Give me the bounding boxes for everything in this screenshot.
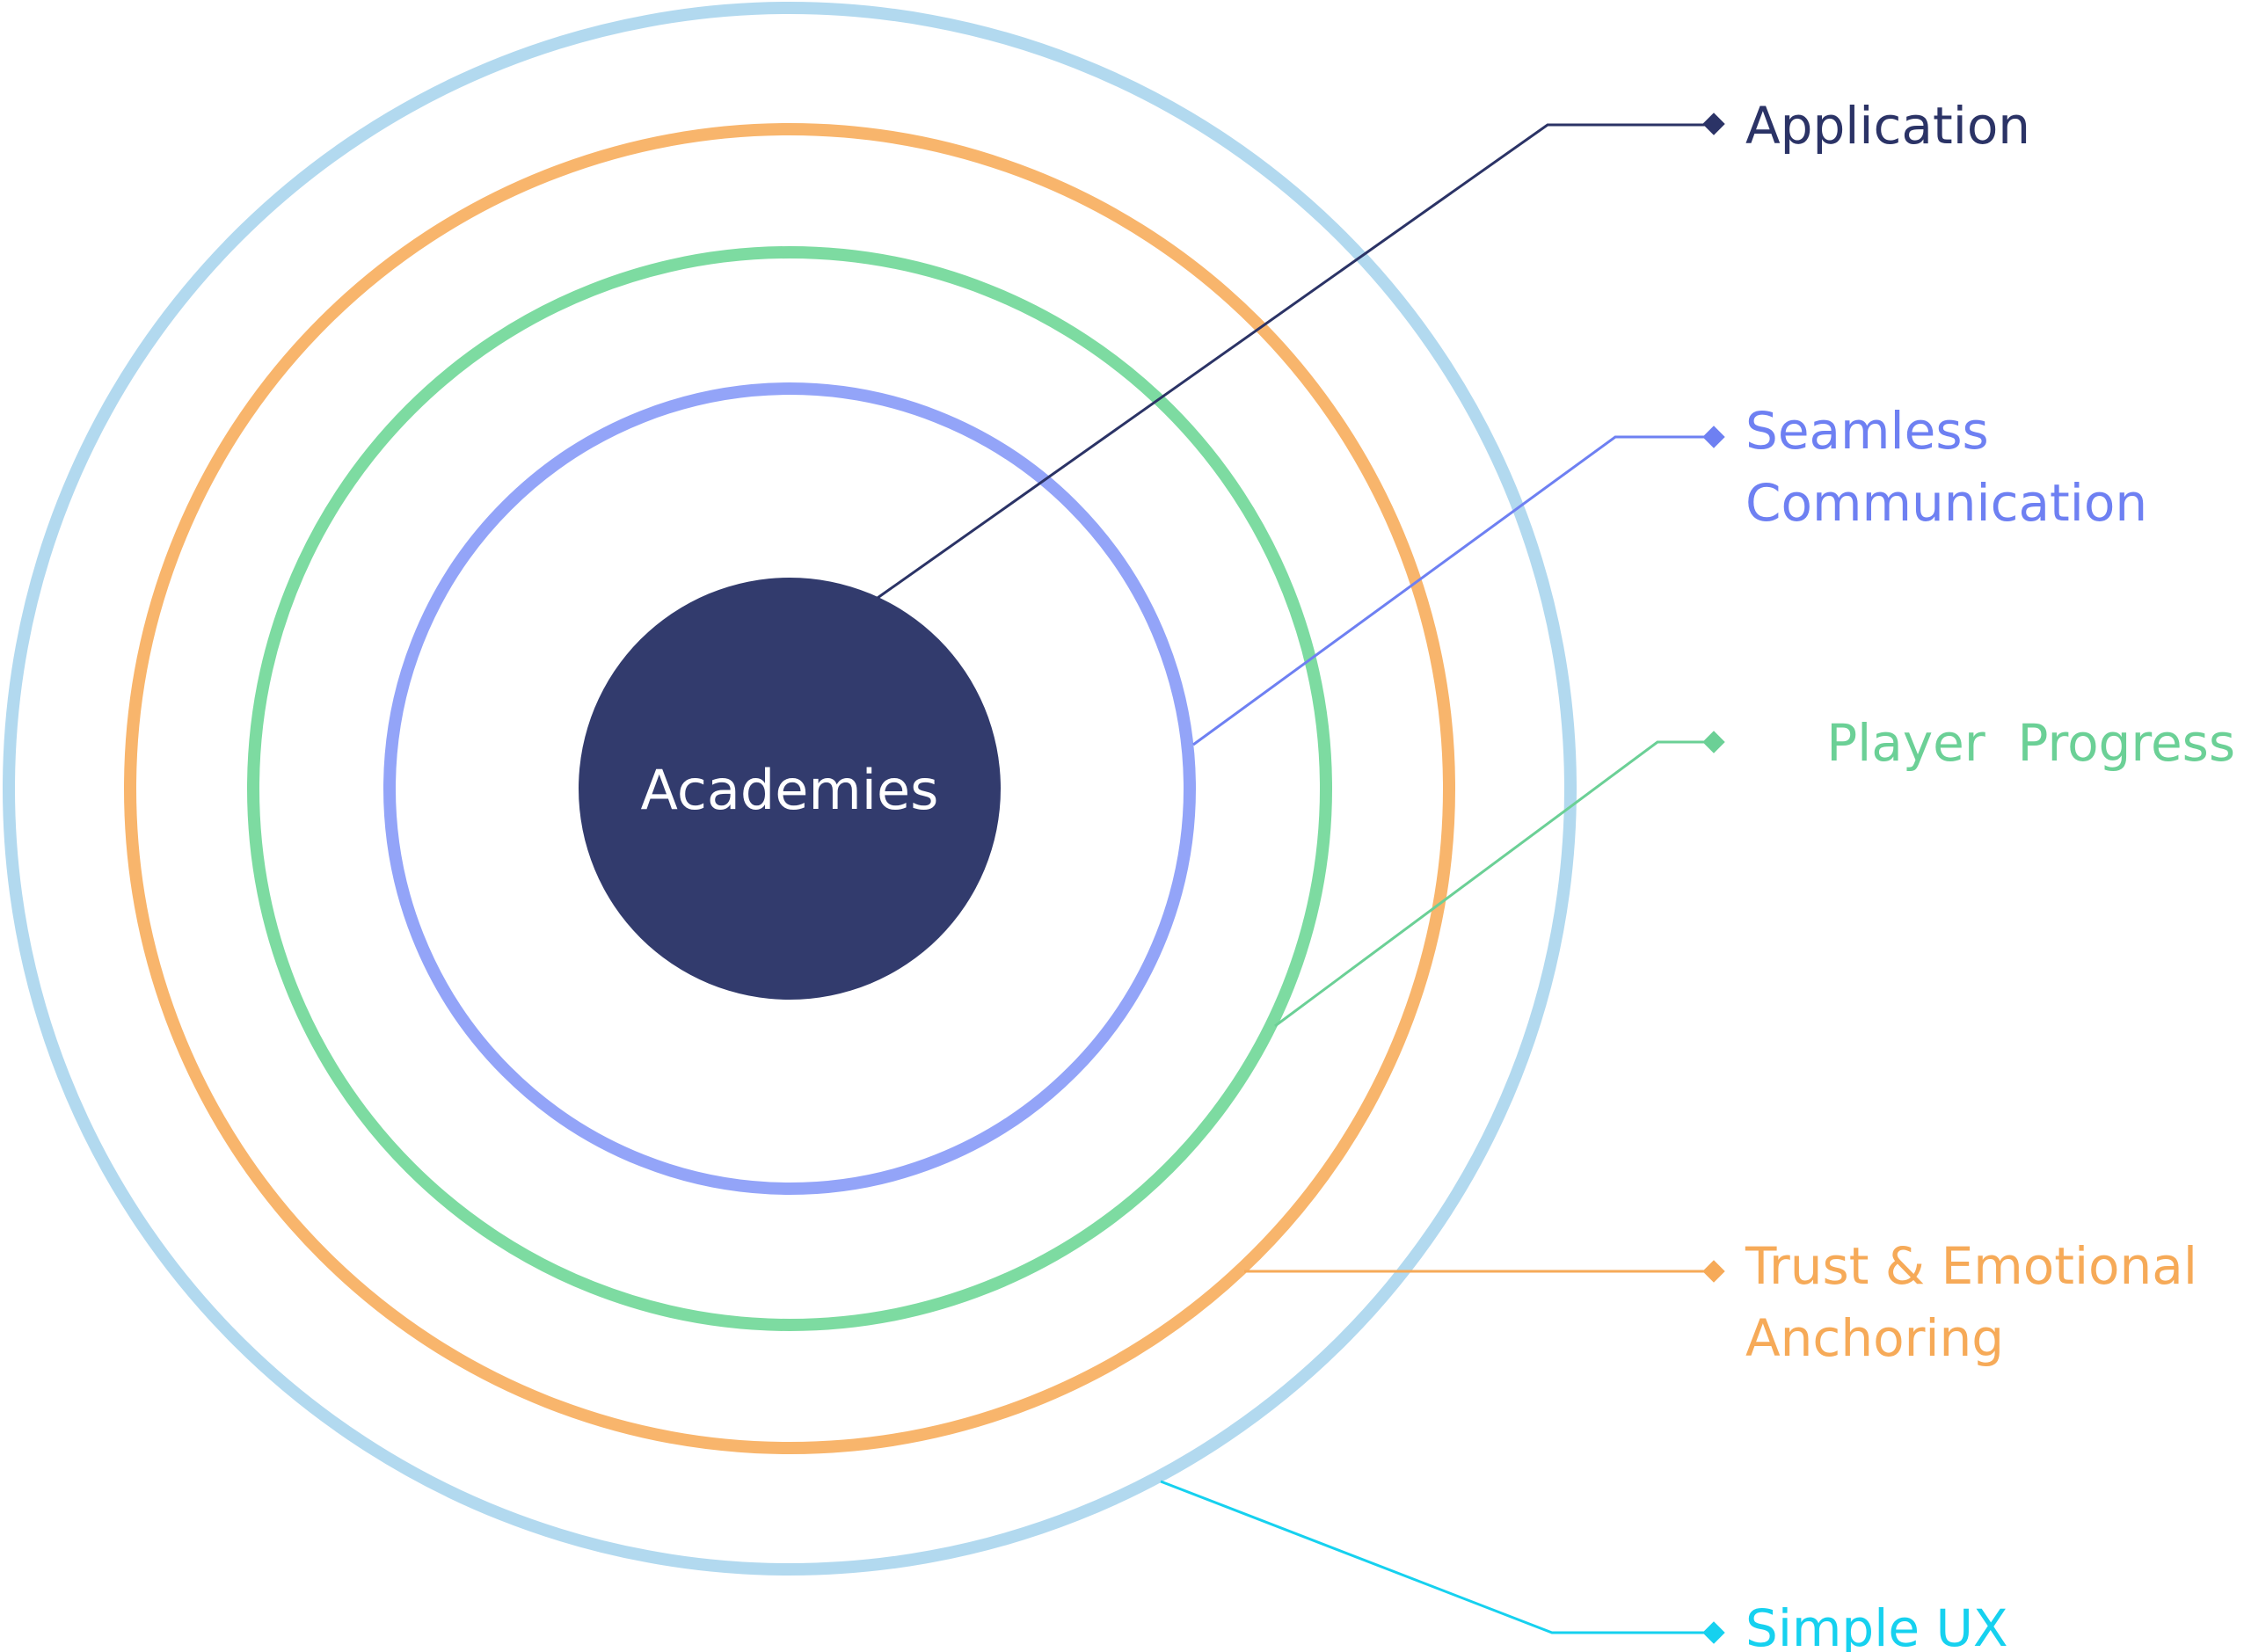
label-application-line: Application xyxy=(1745,96,2030,156)
ring-simple-ux xyxy=(3,2,1577,1576)
label-seamless-communication: Seamless Communication xyxy=(1745,401,2147,533)
label-simple-ux-line: Simple UX xyxy=(1745,1598,2008,1652)
label-trust-emotional-anchoring: Trust & Emotional Anchoring xyxy=(1745,1236,2213,1368)
label-trust-line-2: Anchoring xyxy=(1745,1308,2004,1368)
leader-line-player-progress xyxy=(1274,740,1715,1028)
leader-line-simple-ux xyxy=(1160,1480,1715,1634)
label-application: Application xyxy=(1745,96,2030,156)
label-seamless-line-2: Communication xyxy=(1745,473,2147,533)
ring-trust-emotional-anchoring xyxy=(124,123,1455,1454)
label-seamless-line-1: Seamless xyxy=(1745,401,1989,461)
diamond-marker-simple-ux xyxy=(1702,1621,1725,1644)
diamond-marker-seamless-communication xyxy=(1702,426,1725,448)
ring-player-progress xyxy=(247,246,1332,1331)
leader-line-seamless-communication xyxy=(1192,435,1715,746)
diamond-marker-player-progress xyxy=(1702,731,1725,753)
diamond-marker-application xyxy=(1702,113,1725,135)
center-label: Academies xyxy=(641,758,939,822)
center-core xyxy=(579,578,1001,1000)
ring-seamless-communication xyxy=(383,382,1196,1195)
leader-line-application xyxy=(877,123,1715,600)
label-trust-line-1: Trust & Emotional xyxy=(1745,1236,2197,1296)
label-simple-ux: Simple UX xyxy=(1745,1598,2008,1652)
label-player-progress-line: Player Progress xyxy=(1826,713,2235,773)
label-player-progress: Player Progress xyxy=(1745,713,2244,773)
diamond-marker-trust-emotional-anchoring xyxy=(1702,1260,1725,1283)
